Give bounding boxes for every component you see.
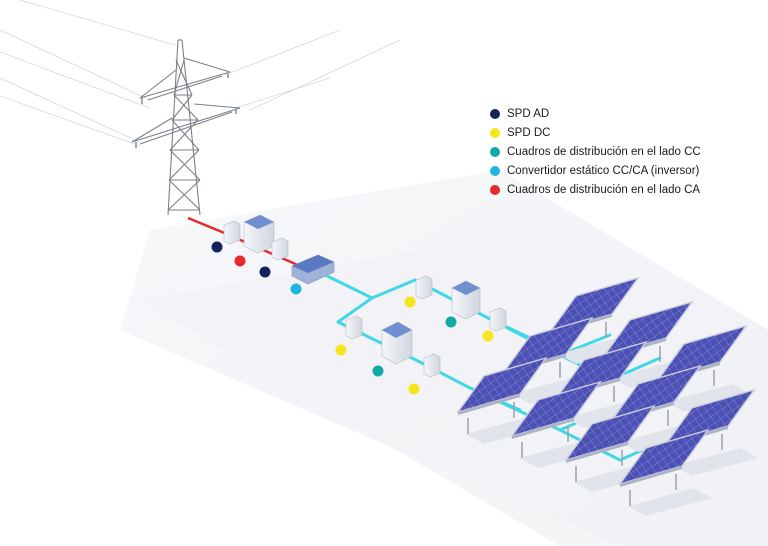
legend-label: Cuadros de distribución en el lado CA <box>507 183 701 196</box>
diagram-markers <box>211 241 494 395</box>
marker-spd-ad <box>211 241 223 253</box>
marker-spd-dc <box>404 296 416 308</box>
cc-distribution-board-2 <box>381 321 413 365</box>
spd-ad-box-2 <box>271 237 289 261</box>
cc-distribution-board-1 <box>451 280 481 320</box>
legend-dot-ca-boards <box>490 184 500 195</box>
marker-cc-boards <box>372 365 384 377</box>
ground-plane <box>120 170 768 546</box>
power-lines <box>0 0 401 147</box>
spd-dc-box-4 <box>423 353 441 378</box>
legend-item-spd-dc: SPD DC <box>490 123 701 142</box>
legend-label: Cuadros de distribución en el lado CC <box>507 145 701 158</box>
legend-item-spd-ad: SPD AD <box>490 104 701 123</box>
marker-cc-boards <box>445 316 457 328</box>
legend-item-cc-boards: Cuadros de distribución en el lado CC <box>490 142 701 161</box>
legend-dot-spd-ad <box>490 108 500 119</box>
marker-spd-dc <box>408 383 420 395</box>
marker-ca-boards <box>234 255 246 267</box>
legend-label: Convertidor estático CC/CA (inversor) <box>507 164 700 177</box>
equipment <box>223 214 507 378</box>
legend: SPD AD SPD DC Cuadros de distribución en… <box>490 104 701 199</box>
spd-dc-box-2 <box>489 307 507 332</box>
solar-panel-field <box>456 276 758 516</box>
legend-label: SPD DC <box>507 126 551 139</box>
spd-dc-box-1 <box>415 275 433 300</box>
legend-dot-inverter <box>490 165 500 176</box>
ac-distribution-board <box>243 214 275 254</box>
marker-spd-dc <box>335 344 347 356</box>
legend-item-ca-boards: Cuadros de distribución en el lado CA <box>490 180 701 199</box>
solar-panel <box>618 428 712 516</box>
marker-inverter <box>290 283 302 295</box>
legend-item-inverter: Convertidor estático CC/CA (inversor) <box>490 161 701 180</box>
marker-spd-dc <box>482 330 494 342</box>
legend-dot-spd-dc <box>490 127 500 138</box>
marker-spd-ad <box>259 266 271 278</box>
legend-dot-cc-boards <box>490 146 500 157</box>
spd-ad-box-1 <box>223 220 241 245</box>
transmission-tower <box>131 39 241 216</box>
inverter-box <box>291 254 335 285</box>
spd-dc-box-3 <box>345 315 363 340</box>
legend-label: SPD AD <box>507 107 550 120</box>
